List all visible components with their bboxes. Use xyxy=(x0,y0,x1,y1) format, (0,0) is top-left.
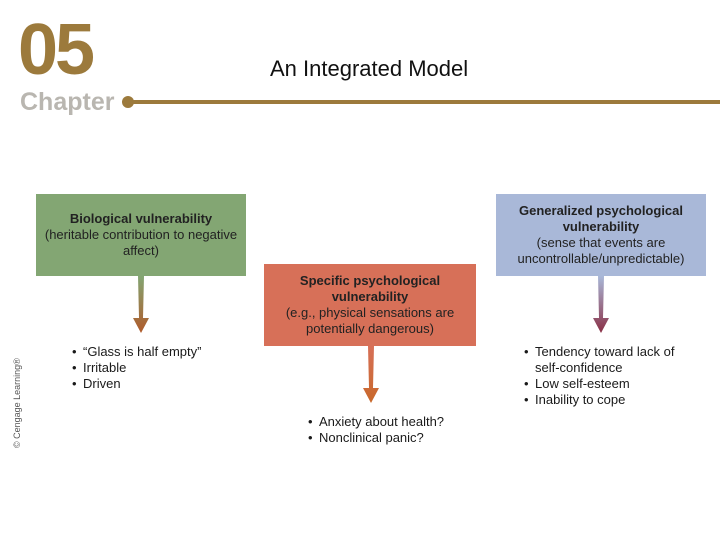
list-item: Tendency toward lack of self-confidence xyxy=(524,344,685,376)
list-item: Inability to cope xyxy=(524,392,685,408)
title-rule-dot xyxy=(122,96,134,108)
copyright-notice: © Cengage Learning® xyxy=(12,358,22,448)
list-item: “Glass is half empty” xyxy=(72,344,201,360)
specific-traits-list: Anxiety about health? Nonclinical panic? xyxy=(308,414,444,446)
slide-title: An Integrated Model xyxy=(270,56,469,81)
generalized-arrow xyxy=(593,276,609,333)
list-item: Irritable xyxy=(72,360,201,376)
list-item: Driven xyxy=(72,376,201,392)
generalized-vulnerability-box: Generalized psychological vulnerability … xyxy=(496,194,706,276)
list-item: Nonclinical panic? xyxy=(308,430,444,446)
biological-vulnerability-box: Biological vulnerability (heritable cont… xyxy=(36,194,246,276)
specific-heading: Specific psychological vulnerability xyxy=(299,273,441,304)
specific-arrow xyxy=(363,346,379,403)
biological-arrow xyxy=(133,276,149,333)
generalized-heading: Generalized psychological vulnerability xyxy=(519,203,683,234)
title-rule xyxy=(132,100,720,104)
chapter-label: Chapter xyxy=(20,88,115,116)
biological-traits-list: “Glass is half empty” Irritable Driven xyxy=(72,344,201,392)
generalized-detail: (sense that events are uncontrollable/un… xyxy=(517,235,685,266)
list-item: Anxiety about health? xyxy=(308,414,444,430)
biological-heading: Biological vulnerability xyxy=(69,211,213,226)
specific-detail: (e.g., physical sensations are potential… xyxy=(285,305,455,336)
list-item: Low self-esteem xyxy=(524,376,685,392)
generalized-traits-list: Tendency toward lack of self-confidence … xyxy=(524,344,685,408)
biological-detail: (heritable contribution to negative affe… xyxy=(44,227,238,258)
specific-vulnerability-box: Specific psychological vulnerability (e.… xyxy=(264,264,476,346)
chapter-number: 05 xyxy=(18,10,95,90)
